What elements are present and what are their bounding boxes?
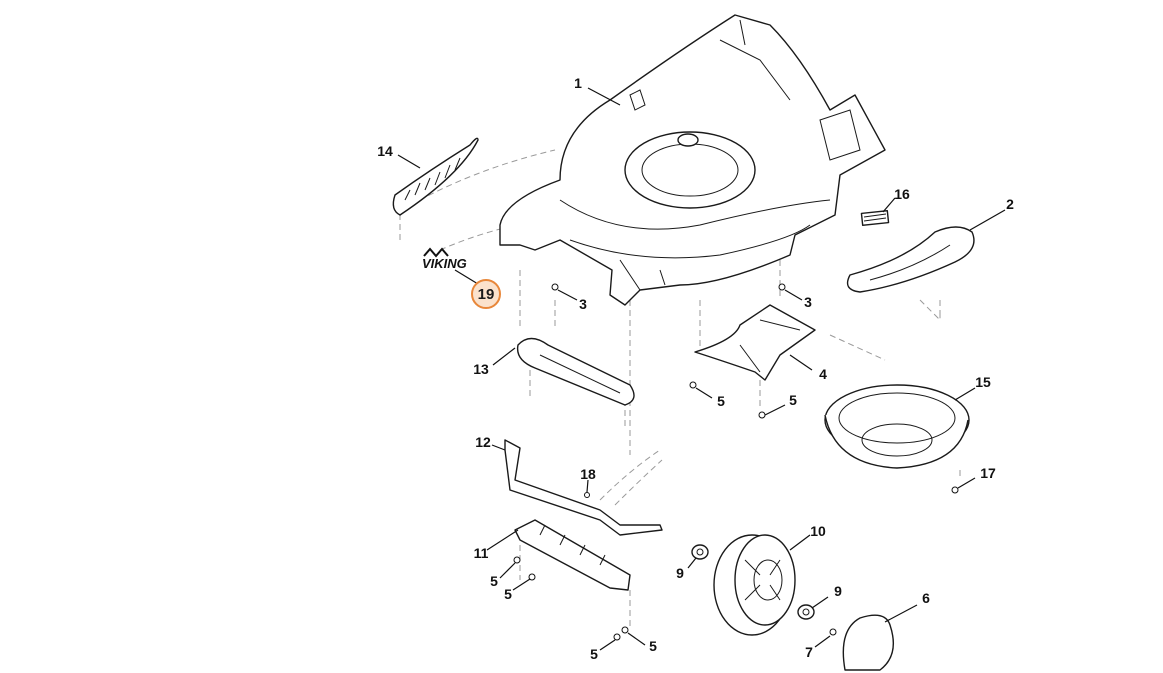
viking-logo-decal: VIKING [422, 247, 467, 271]
callout-5-flap-left: 5 [717, 393, 725, 409]
assembly-guide-lines [399, 149, 961, 630]
callout-labels: 1 2 3 3 4 5 5 5 5 5 5 6 7 9 9 10 11 12 1… [377, 75, 1014, 662]
callout-18: 18 [580, 466, 596, 482]
grille-part [392, 137, 479, 216]
callout-5-bracket-top: 5 [490, 573, 498, 589]
axle-bracket [514, 519, 631, 591]
callout-2: 2 [1006, 196, 1014, 212]
callout-13: 13 [473, 361, 489, 377]
callout-9-left: 9 [676, 565, 684, 581]
callout-leaders [397, 87, 1006, 651]
deflector-flap [694, 304, 816, 381]
screws [513, 283, 959, 641]
bearings [691, 544, 815, 620]
callout-10: 10 [810, 523, 826, 539]
callout-4: 4 [819, 366, 827, 382]
callout-6: 6 [922, 590, 930, 606]
callout-3-left: 3 [579, 296, 587, 312]
callout-19-label: 19 [478, 286, 495, 303]
callout-9-right: 9 [834, 583, 842, 599]
callout-5-bracket-bottom: 5 [504, 586, 512, 602]
wheel [713, 534, 796, 636]
side-cover [846, 226, 975, 293]
viking-logo-text: VIKING [422, 256, 467, 271]
callout-12: 12 [475, 434, 491, 450]
callout-15: 15 [975, 374, 991, 390]
callout-7: 7 [805, 644, 813, 660]
callout-3-right: 3 [804, 294, 812, 310]
axle-rod [504, 439, 663, 536]
label-part [860, 209, 890, 227]
callout-5-bottom-right: 5 [649, 638, 657, 654]
bowl-part [824, 384, 970, 469]
callout-11: 11 [474, 545, 489, 561]
callout-17: 17 [980, 465, 996, 481]
callout-16: 16 [894, 186, 910, 202]
callout-5-bottom-left: 5 [590, 646, 598, 662]
mower-deck-housing [499, 14, 886, 306]
rear-bar [516, 337, 635, 406]
callout-1: 1 [574, 75, 582, 91]
callout-5-flap-right: 5 [789, 392, 797, 408]
callout-14: 14 [377, 143, 393, 159]
hub-cap [842, 614, 894, 671]
highlighted-callout-19[interactable]: 19 [454, 269, 501, 309]
